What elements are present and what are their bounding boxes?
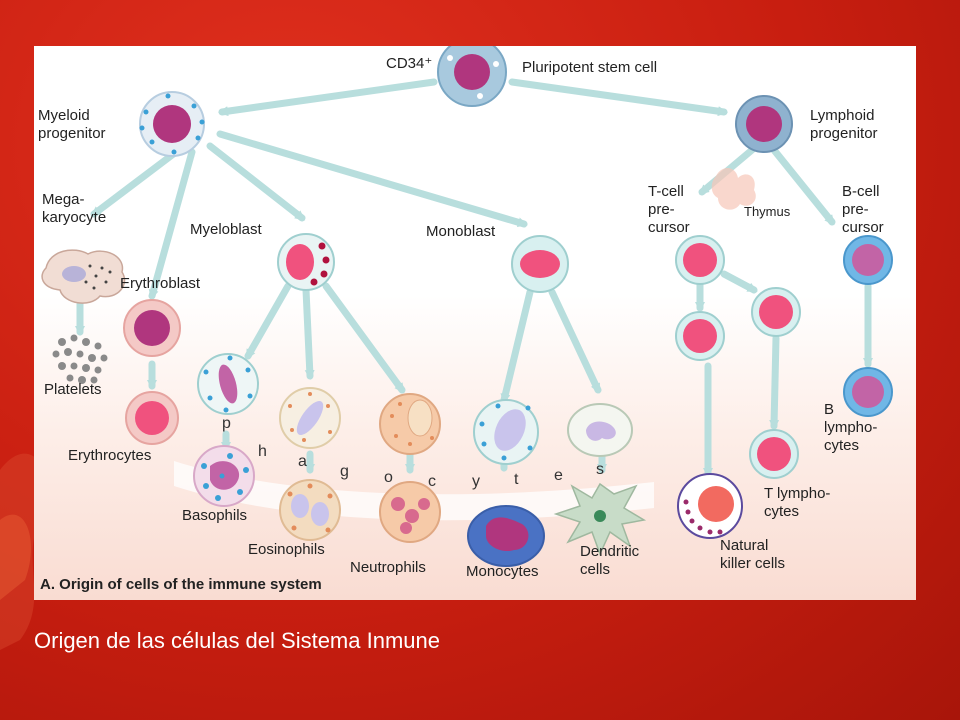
dendritic-cell	[553, 482, 647, 556]
lymphoid-progenitor-cell	[735, 95, 793, 153]
immune-cell-origin-figure: CD34⁺ Pluripotent stem cell Myeloid prog…	[34, 46, 916, 600]
platelets-cluster	[52, 334, 108, 384]
dendritic-label-1: Dendritic	[580, 543, 640, 560]
megakaryocyte-cell	[41, 249, 126, 304]
b-lymphocytes-label-1: B	[824, 401, 834, 418]
platelets-label: Platelets	[44, 381, 102, 398]
bcell-precursor-cell	[843, 235, 893, 285]
phagocytes-letter-o: o	[384, 469, 393, 486]
tcell-intermediate-cell	[675, 311, 725, 361]
tcell-label-2: pre-	[648, 201, 675, 218]
phagocytes-letter-h: h	[258, 443, 267, 460]
t-lymphocytes-label-1: T lympho-	[764, 485, 830, 502]
tcell-label-3: cursor	[648, 219, 690, 236]
stem-cell-label: Pluripotent stem cell	[522, 59, 657, 76]
neutrophil-precursor-cell	[379, 393, 441, 455]
monocyte-precursor-cell	[473, 399, 539, 465]
basophil-precursor-cell	[197, 353, 259, 415]
b-lymphocyte-cell	[843, 367, 893, 417]
b-lymphocytes-label-2: lympho-	[824, 419, 877, 436]
neutrophils-label: Neutrophils	[350, 559, 426, 576]
megakaryocyte-label-2: karyocyte	[42, 209, 106, 226]
erythroblast-cell	[123, 299, 181, 357]
lymphoid-label-2: progenitor	[810, 125, 878, 142]
eosinophil-cell	[279, 479, 341, 541]
erythrocytes-label: Erythrocytes	[68, 447, 151, 464]
monocytes-label: Monocytes	[466, 563, 539, 580]
phagocytes-letter-a: a	[298, 453, 307, 470]
phagocytes-letter-y: y	[472, 473, 480, 490]
myeloid-progenitor-cell	[139, 91, 205, 157]
phagocytes-letter-c: c	[428, 473, 436, 490]
eosinophils-label: Eosinophils	[248, 541, 325, 558]
erythroblast-label: Erythroblast	[120, 275, 201, 292]
slide-caption: Origen de las células del Sistema Inmune	[34, 628, 440, 653]
phagocytes-letter-e: e	[554, 467, 563, 484]
phagocytes-letter-s: s	[596, 461, 604, 478]
monoblast-label: Monoblast	[426, 223, 496, 240]
pluripotent-stem-cell	[437, 46, 507, 107]
phagocytes-letter-t: t	[514, 471, 519, 488]
neutrophil-cell	[379, 481, 441, 543]
natural-killer-cell	[677, 473, 743, 539]
basophils-label: Basophils	[182, 507, 247, 524]
myeloid-label-1: Myeloid	[38, 107, 90, 124]
cd34-label: CD34⁺	[386, 55, 432, 72]
lymphoid-label-1: Lymphoid	[810, 107, 874, 124]
basophil-cell	[193, 445, 255, 507]
myeloblast-label: Myeloblast	[190, 221, 263, 238]
dendritic-precursor-cell	[567, 403, 633, 457]
bcell-label-2: pre-	[842, 201, 869, 218]
nk-label-2: killer cells	[720, 555, 785, 572]
eosinophil-precursor-cell	[279, 387, 341, 449]
myeloblast-cell	[277, 233, 335, 291]
dendritic-label-2: cells	[580, 561, 610, 578]
cell-lineage-diagram: CD34⁺ Pluripotent stem cell Myeloid prog…	[38, 46, 893, 593]
tcell-precursor-cell	[675, 235, 725, 285]
bcell-label-3: cursor	[842, 219, 884, 236]
t-lymphocyte-cell	[749, 429, 799, 479]
megakaryocyte-label-1: Mega-	[42, 191, 85, 208]
figure-title: A. Origin of cells of the immune system	[40, 576, 322, 593]
erythrocyte-cell	[125, 391, 179, 445]
phagocytes-letter-p: p	[222, 415, 231, 432]
monocyte-cell	[467, 505, 545, 567]
monoblast-cell	[511, 235, 569, 293]
thymic-tcell	[751, 287, 801, 337]
myeloid-label-2: progenitor	[38, 125, 106, 142]
t-lymphocytes-label-2: cytes	[764, 503, 799, 520]
bcell-label-1: B-cell	[842, 183, 880, 200]
thymus-label: Thymus	[744, 204, 791, 219]
b-lymphocytes-label-3: cytes	[824, 437, 859, 454]
phagocytes-letter-g: g	[340, 463, 349, 480]
tcell-label-1: T-cell	[648, 183, 684, 200]
thymus-organ	[711, 167, 756, 210]
nk-label-1: Natural	[720, 537, 768, 554]
phagocytes-lettering: p h a g o c y t e s	[222, 415, 604, 490]
